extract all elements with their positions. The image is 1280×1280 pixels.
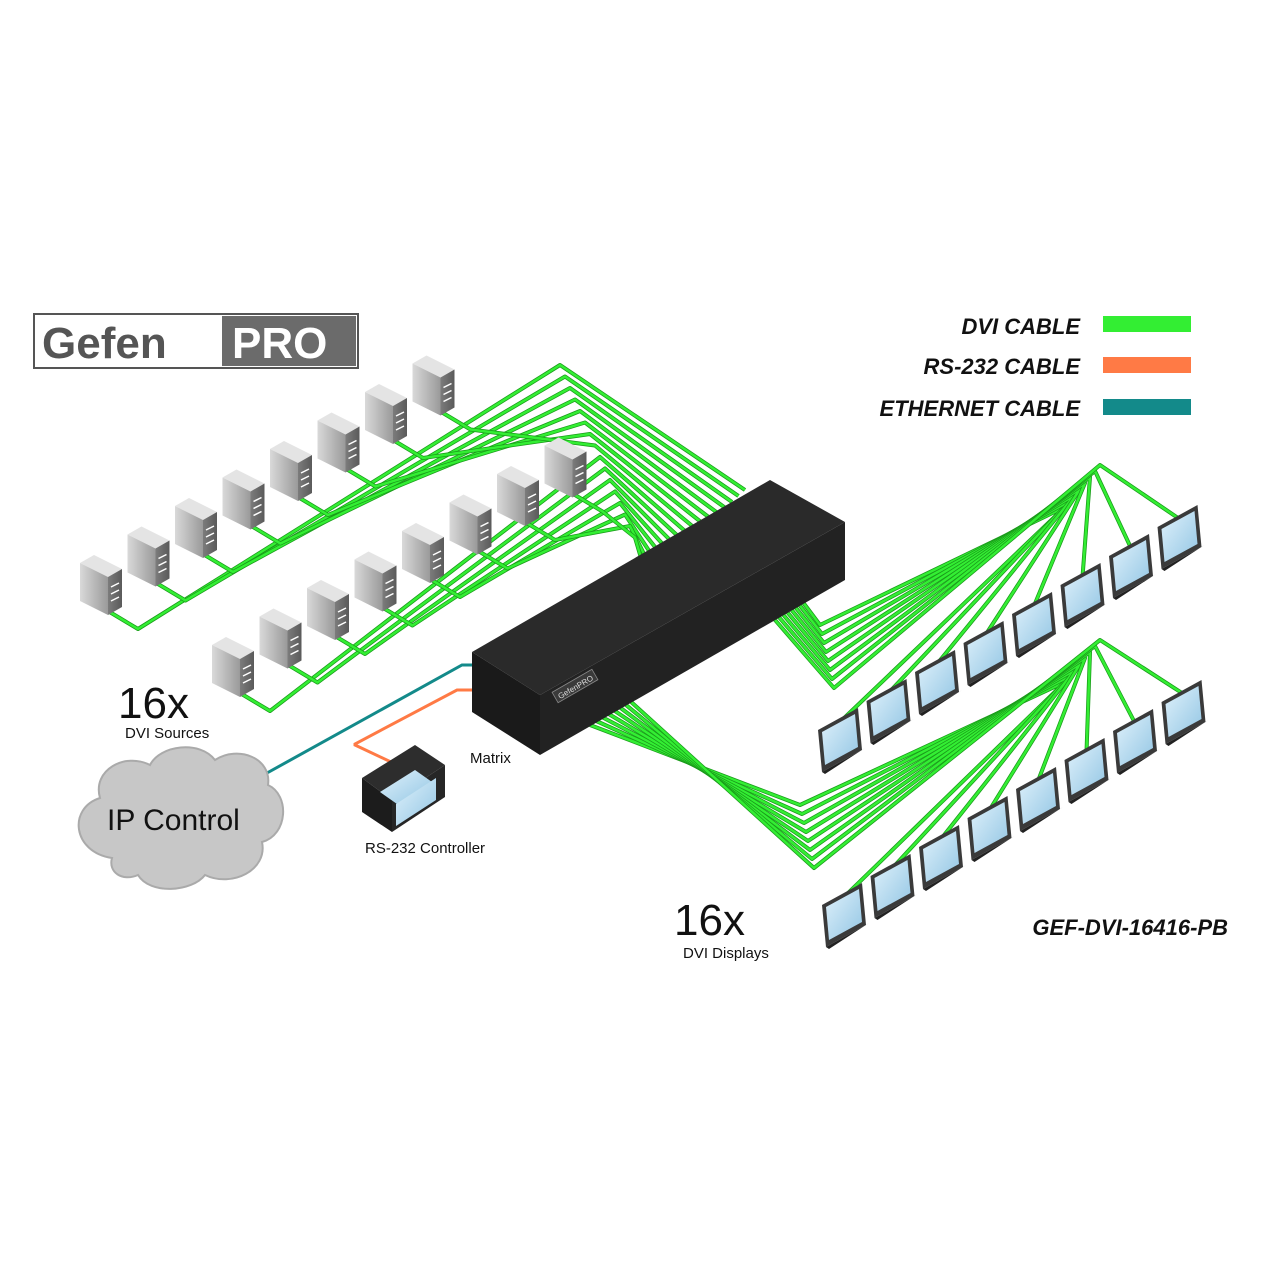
sources-count: 16x <box>118 679 189 728</box>
gefenpro-logo: Gefen PRO <box>33 313 359 369</box>
computer-tower-icon <box>270 441 312 501</box>
computer-tower-icon <box>317 412 360 473</box>
computer-tower-icon <box>212 637 254 697</box>
dvi-displays-group <box>818 505 1209 949</box>
flat-monitor-icon <box>915 650 962 716</box>
legend-swatch-rs232 <box>1103 357 1191 373</box>
rs232-cable <box>353 688 478 772</box>
computer-tower-icon <box>449 494 492 555</box>
matrix-front-face <box>472 652 540 755</box>
legend-swatch-dvi <box>1103 316 1191 332</box>
matrix-top-face <box>472 480 845 695</box>
logo-text-pro: PRO <box>232 319 327 368</box>
logo-text-gefen: Gefen <box>42 319 167 368</box>
flat-monitor-icon <box>1157 505 1205 571</box>
computer-tower-icon <box>354 551 397 612</box>
flat-monitor-icon <box>967 796 1015 862</box>
computer-tower-icon <box>365 384 407 444</box>
computer-tower-icon <box>175 498 217 558</box>
matrix-label: Matrix <box>470 750 511 767</box>
dvi-sources-group <box>80 355 587 697</box>
cloud-icon <box>77 746 284 890</box>
touch-panel-icon <box>362 745 445 832</box>
ip-control-label: IP Control <box>107 804 240 837</box>
model-number: GEF-DVI-16416-PB <box>1032 915 1228 940</box>
flat-monitor-icon <box>866 679 914 745</box>
cable-legend: DVI CABLE RS-232 CABLE ETHERNET CABLE <box>880 314 1191 421</box>
ip-control-cloud <box>77 746 284 890</box>
computer-tower-icon <box>259 608 302 669</box>
flat-monitor-icon <box>1064 738 1112 804</box>
dvi-cables <box>106 363 1185 899</box>
flat-monitor-icon <box>1161 680 1209 746</box>
legend-swatch-ethernet <box>1103 399 1191 415</box>
flat-monitor-icon <box>870 854 918 920</box>
flat-monitor-icon <box>1109 534 1156 600</box>
flat-monitor-icon <box>963 621 1011 687</box>
flat-monitor-icon <box>1012 592 1059 658</box>
displays-count: 16x <box>674 896 745 945</box>
computer-tower-icon <box>412 355 455 416</box>
legend-label-dvi: DVI CABLE <box>961 314 1081 339</box>
flat-monitor-icon <box>818 708 865 774</box>
computer-tower-icon <box>222 469 265 530</box>
flat-monitor-icon <box>1113 709 1160 775</box>
computer-tower-icon <box>402 523 444 583</box>
matrix-switcher: GefenPRO <box>472 480 845 755</box>
flat-monitor-icon <box>1016 767 1063 833</box>
flat-monitor-icon <box>822 883 869 949</box>
matrix-badge <box>551 668 599 704</box>
flat-monitor-icon <box>919 825 966 891</box>
rs232-controller <box>362 745 445 832</box>
computer-tower-icon <box>80 555 122 615</box>
ethernet-cable <box>257 663 478 780</box>
sources-label: DVI Sources <box>125 725 209 742</box>
displays-label: DVI Displays <box>683 945 769 962</box>
computer-tower-icon <box>544 437 587 498</box>
controller-label: RS-232 Controller <box>365 840 485 857</box>
legend-label-rs232: RS-232 CABLE <box>924 354 1082 379</box>
legend-label-ethernet: ETHERNET CABLE <box>880 396 1082 421</box>
flat-monitor-icon <box>1060 563 1108 629</box>
computer-tower-icon <box>307 580 349 640</box>
matrix-side-face <box>540 522 845 755</box>
computer-tower-icon <box>497 466 539 526</box>
computer-tower-icon <box>127 526 170 587</box>
